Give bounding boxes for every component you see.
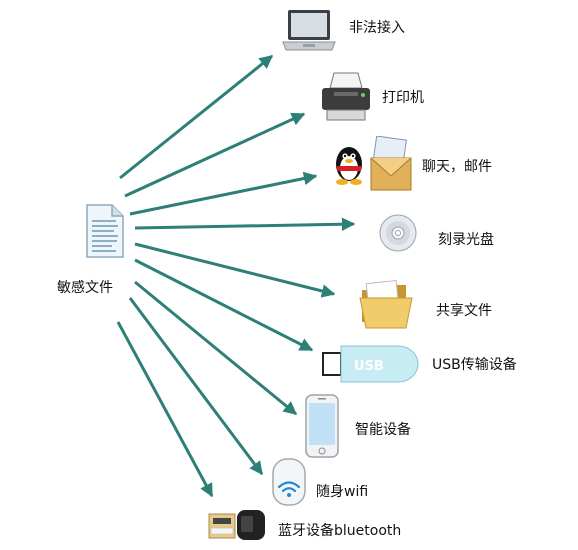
channel-label-illegal-access: 非法接入: [349, 20, 405, 36]
channel-label-usb: USB传输设备: [432, 357, 517, 373]
channel-label-printer: 打印机: [382, 90, 424, 106]
arrow-to-usb: [134, 258, 314, 352]
arrow-to-chat-mail: [129, 171, 318, 216]
source-label: 敏感文件: [57, 280, 113, 296]
arrow-to-bluetooth: [116, 321, 214, 498]
channel-label-smart-device: 智能设备: [355, 422, 411, 438]
arrow-to-smart-device: [134, 280, 298, 416]
channel-label-chat-mail: 聊天，邮件: [422, 159, 492, 175]
cd-icon: [378, 213, 418, 257]
channel-label-wifi: 随身wifi: [316, 484, 369, 500]
arrow-to-wifi: [128, 297, 264, 476]
arrow-to-share: [134, 242, 336, 298]
usb-drive-icon: USB: [322, 343, 422, 389]
channel-label-cd: 刻录光盘: [438, 232, 494, 248]
penguin-icon: [336, 147, 362, 185]
usb-text: USB: [354, 359, 384, 374]
channel-label-share: 共享文件: [436, 303, 492, 319]
bluetooth-adapter-icon: [207, 504, 269, 548]
chat-mail-icon: [331, 135, 413, 196]
smartphone-icon: [305, 394, 339, 462]
portable-wifi-icon: [271, 457, 307, 511]
arrow-to-illegal-access: [119, 54, 274, 180]
document-icon: [84, 203, 126, 263]
folder-icon: [358, 276, 414, 336]
printer-icon: [318, 70, 374, 128]
arrow-to-cd: [134, 217, 356, 231]
laptop-icon: [281, 8, 337, 58]
arrow-to-printer: [124, 112, 306, 198]
channel-label-bluetooth: 蓝牙设备bluetooth: [278, 523, 402, 539]
envelope-icon: [370, 135, 412, 191]
